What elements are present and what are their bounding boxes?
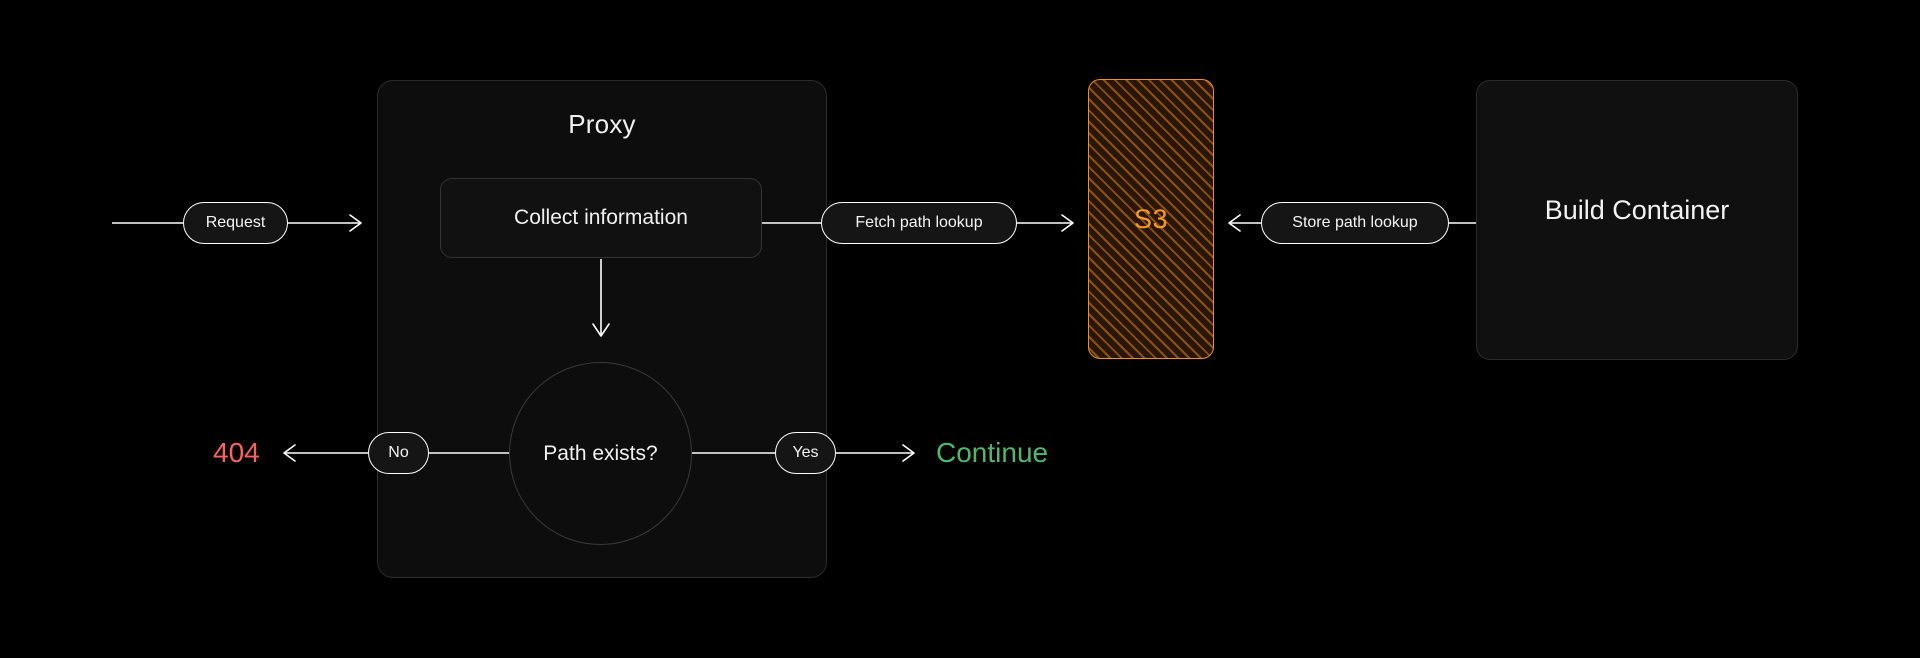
arrowhead-fetch-s3 (1061, 214, 1074, 232)
s3-label: S3 (1133, 203, 1169, 234)
edge-label-no[interactable]: No (368, 432, 429, 474)
proxy-container-label: Proxy (568, 109, 636, 139)
arrowhead-continue (902, 444, 915, 462)
arrowhead-404 (283, 444, 296, 462)
endpoint-continue: Continue (936, 437, 1049, 468)
edge-label-request[interactable]: Request (183, 202, 288, 244)
arrowhead-store-s3 (1228, 214, 1241, 232)
collect-information-label: Collect information (514, 206, 688, 229)
node-path-exists[interactable]: Path exists? (509, 362, 692, 545)
edge-label-fetch-path-lookup[interactable]: Fetch path lookup (821, 202, 1017, 244)
node-collect-information[interactable]: Collect information (440, 178, 762, 258)
arrowhead-request (349, 214, 362, 232)
edge-label-yes[interactable]: Yes (775, 432, 836, 474)
build-container-label: Build Container (1544, 194, 1730, 225)
node-s3[interactable]: S3 (1088, 79, 1214, 359)
edge-label-store-path-lookup[interactable]: Store path lookup (1261, 202, 1449, 244)
endpoint-404: 404 (213, 437, 260, 468)
path-exists-label: Path exists? (543, 441, 658, 465)
node-build-container[interactable]: Build Container (1476, 80, 1798, 360)
